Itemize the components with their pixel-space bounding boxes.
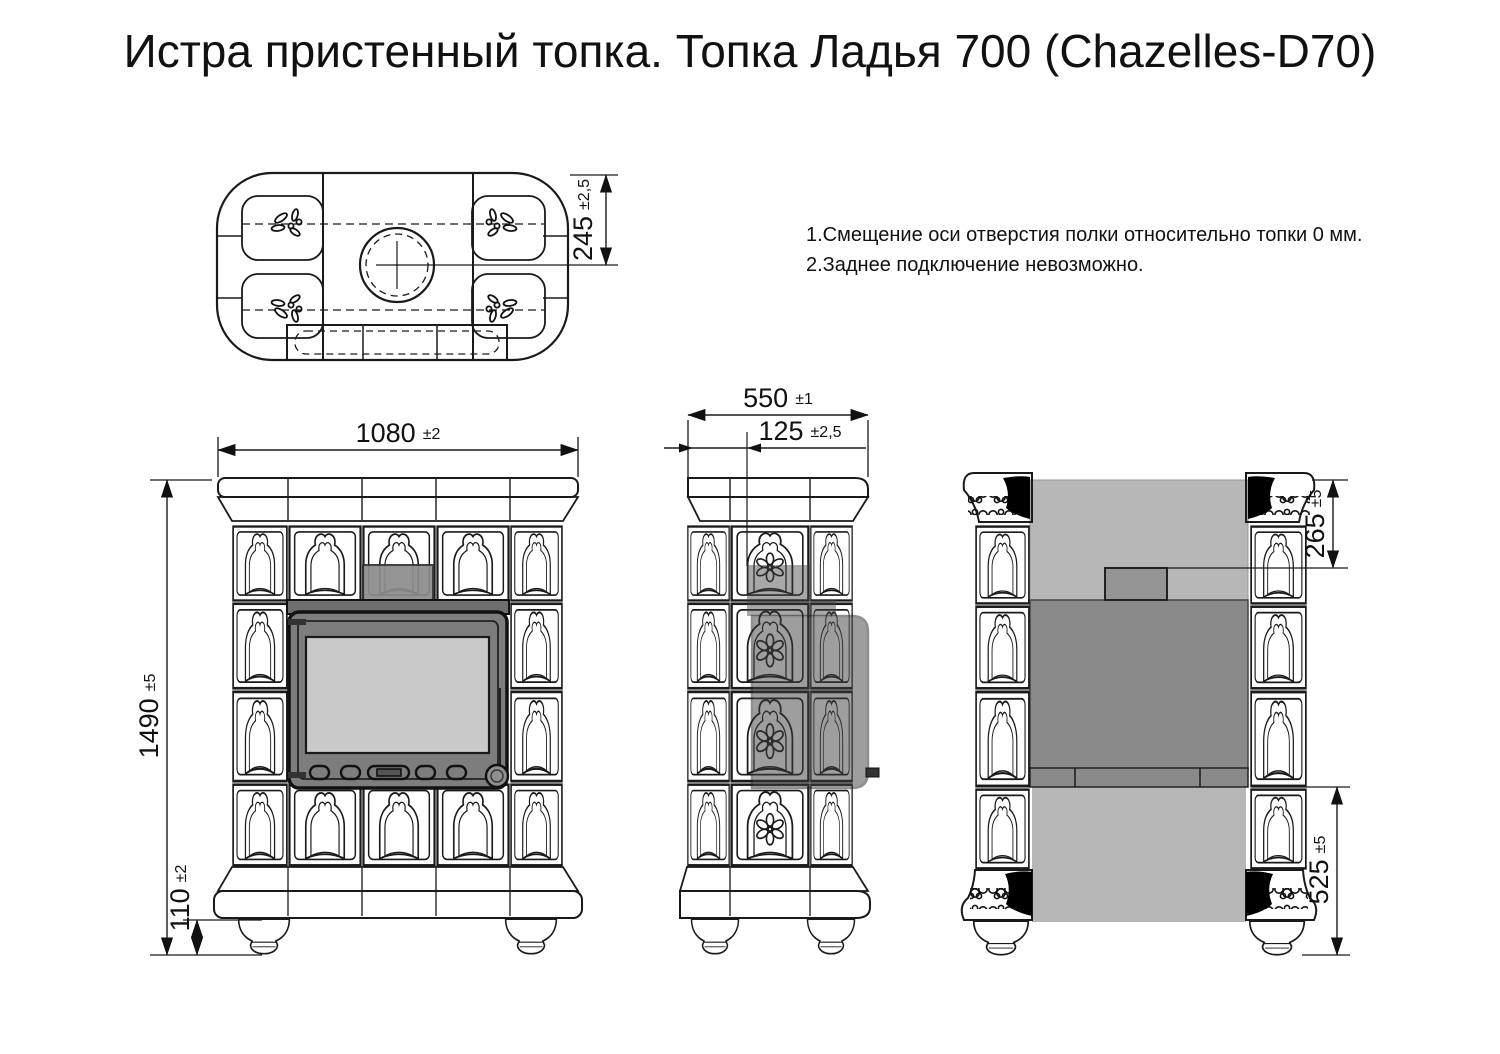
front-right-foot — [504, 918, 558, 955]
shelf-niche — [362, 564, 434, 603]
dim-label-1080: 1080±2 — [356, 418, 441, 448]
hinge-bottom — [288, 772, 306, 778]
vent-slots — [308, 764, 468, 781]
dim-side-depth: 550±1 — [687, 383, 869, 477]
side-firebox-silhouette — [747, 565, 880, 790]
front-base — [213, 866, 583, 955]
dim-label-245: 245±2,5 — [568, 179, 598, 261]
hinge-top — [288, 619, 306, 625]
rear-left-column — [960, 472, 1033, 956]
firebox-insert — [286, 564, 510, 790]
firebox-body — [750, 614, 870, 790]
rear-lower-panel — [1032, 787, 1246, 922]
front-left-foot — [237, 918, 291, 955]
notes-block: 1.Смещение оси отверстия полки относител… — [806, 220, 1362, 280]
dim-front-width: 1080±2 — [217, 418, 579, 477]
side-front-foot — [690, 918, 740, 955]
front-view: 1080±2 1490±5 110±2 — [134, 418, 583, 956]
cap-black-accent — [1248, 476, 1275, 519]
base-black-accent — [1005, 871, 1032, 916]
dim-base-height: 110±2 — [165, 865, 262, 956]
dim-rear-flue-top: 265±5 — [1167, 479, 1348, 569]
front-cornice — [216, 477, 580, 522]
top-view: 245±2,5 — [215, 171, 618, 362]
dim-label-265: 265±5 — [1300, 490, 1330, 559]
rear-firebox-panel — [1029, 599, 1249, 771]
rear-bottom-band — [1029, 767, 1249, 788]
dim-label-525: 525±5 — [1304, 836, 1334, 905]
rear-view: 265±5 525±5 — [960, 472, 1350, 956]
door-handle-pin — [865, 767, 880, 778]
dim-top-view-depth: 245±2,5 — [568, 174, 618, 266]
base-black-accent — [1246, 871, 1273, 916]
dim-label-110: 110±2 — [165, 865, 195, 932]
corner-pads — [241, 195, 546, 339]
side-base — [678, 866, 871, 955]
rear-right-column — [1245, 472, 1318, 956]
side-view: 550±1 125±2,5 — [664, 383, 880, 955]
side-rear-foot — [806, 918, 856, 955]
dim-front-height: 1490±5 — [134, 479, 262, 956]
dim-flue-offset: 125±2,5 — [664, 416, 866, 566]
dim-label-125: 125±2,5 — [758, 416, 841, 446]
note-line-2: 2.Заднее подключение невозможно. — [806, 254, 1144, 276]
cap-black-accent — [1003, 476, 1030, 519]
door-knob — [484, 763, 510, 789]
dim-label-550: 550±1 — [743, 383, 813, 413]
note-line-1: 1.Смещение оси отверстия полки относител… — [806, 224, 1363, 246]
drawing-title: Истра пристенный топка. Топка Ладья 700 … — [123, 25, 1377, 77]
dim-rear-bottom-clearance: 525±5 — [1252, 786, 1350, 956]
front-shelf — [286, 324, 508, 361]
chimney-hole — [358, 226, 618, 304]
side-cornice — [686, 477, 870, 522]
flue-outlet — [1104, 567, 1168, 601]
insert-glass — [304, 635, 491, 755]
dim-label-1490: 1490±5 — [134, 674, 164, 759]
